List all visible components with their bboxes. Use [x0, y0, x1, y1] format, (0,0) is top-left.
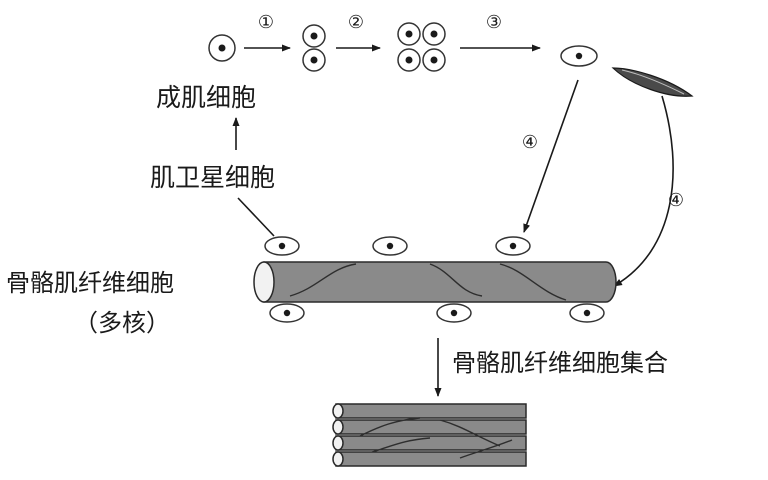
- muscle-fiber-bundle: [332, 403, 527, 467]
- satellite-cells-top: [264, 236, 531, 256]
- step-4-left-label: ④: [522, 132, 538, 153]
- step-4-right-label: ④: [668, 190, 684, 211]
- satellite-cells-bottom: [269, 303, 605, 323]
- fiber-cut-end: [253, 261, 275, 303]
- skeletal-muscle-fiber: [253, 261, 617, 303]
- pointer-line-satellite-cell: [237, 197, 275, 237]
- fiber-label-line1: 骨骼肌纤维细胞: [6, 269, 174, 297]
- spindle-shaped-cell: [611, 67, 694, 97]
- fiber-label-line2: （多核）: [74, 309, 170, 337]
- arrow-step-4-left: [523, 79, 579, 233]
- four-cell-stage: [397, 22, 446, 72]
- two-cell-stage: [302, 24, 326, 72]
- step-1-label: ①: [258, 12, 274, 33]
- fiber-bundle-label: 骨骼肌纤维细胞集合: [452, 349, 668, 377]
- step-3-label: ③: [486, 12, 502, 33]
- oval-differentiated-cell: [560, 45, 598, 67]
- arrow-step-4-right: [613, 95, 674, 287]
- myoblast-label: 成肌细胞: [156, 83, 256, 112]
- satellite-cell-label: 肌卫星细胞: [150, 163, 275, 192]
- step-2-label: ②: [348, 12, 364, 33]
- single-myoblast-cell: [208, 34, 236, 62]
